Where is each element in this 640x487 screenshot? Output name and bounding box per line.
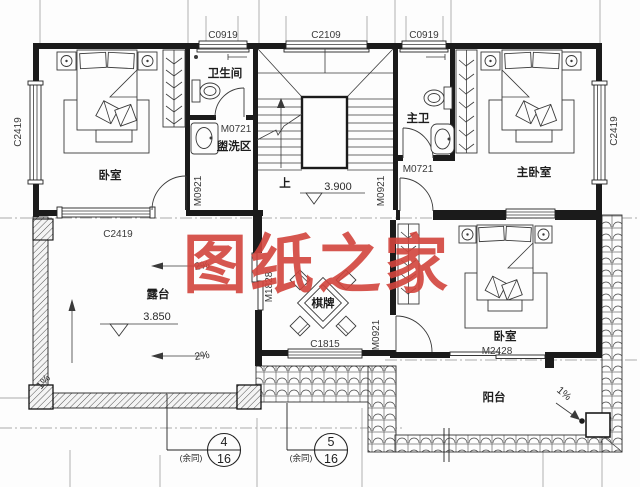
wardrobe-br: [397, 223, 420, 305]
slope-arrow-terrace-lower: [151, 352, 205, 360]
slope-arrow-terrace-upper: [151, 262, 205, 270]
door-m0921-bedroom-tl: [151, 175, 187, 211]
window-c2109: [283, 40, 370, 53]
furniture: [56, 49, 611, 438]
door-m1828-sliding: [251, 252, 264, 311]
door-m0721-master-bath: [402, 127, 434, 159]
slope-arrow-balcony: [555, 402, 580, 420]
label-window-c1815: C1815: [310, 339, 340, 350]
windows: [27, 40, 608, 359]
label-window-c2109: C2109: [311, 30, 341, 41]
door-m0921-bedroom-br: [395, 315, 433, 353]
label-callout5-note: (余同): [290, 453, 313, 463]
label-callout4-note: (余同): [180, 453, 203, 463]
terrace-parapet: [28, 216, 262, 410]
sink-wash-area: [190, 122, 219, 155]
label-callout5-number: 5: [328, 435, 335, 449]
label-door-m0921-master: M0921: [376, 175, 387, 206]
door-m0921-master: [399, 177, 434, 212]
label-room-wash-area: 盥洗区: [217, 139, 252, 153]
toilet-master-bath: [423, 54, 453, 110]
level-terrace: [100, 323, 178, 337]
window-c0919-right: [399, 40, 449, 53]
label-window-c0919-left: C0919: [208, 30, 238, 41]
closet-master: [455, 49, 478, 154]
label-room-balcony: 阳台: [483, 390, 506, 404]
label-callout4-sheet: 16: [217, 452, 231, 466]
label-slope-terrace-upper: 2%: [194, 259, 211, 273]
sink-master-bath: [430, 123, 455, 155]
label-room-master-bath: 主卫: [407, 111, 430, 125]
level-hall: [300, 192, 365, 205]
window-c2419-terrace: [56, 206, 156, 219]
window-c1815: [287, 348, 363, 359]
game-table: [289, 269, 357, 337]
toilet-bathroom: [191, 54, 247, 103]
label-slope-terrace-lower: 2%: [194, 349, 211, 363]
bed-tl: [56, 49, 158, 154]
stair-void: [300, 95, 349, 170]
doors: [151, 87, 546, 359]
balcony-tiled-railing: [255, 214, 623, 453]
wardrobe-tl: [162, 49, 186, 128]
window-master-south: [505, 208, 556, 219]
bed-master: [480, 49, 582, 154]
watermark-text: 图纸之家: [183, 229, 451, 301]
balcony-drain: [579, 418, 585, 424]
label-window-c2419-right: C2419: [609, 116, 620, 146]
door-m2428-sliding: [449, 351, 546, 359]
label-level-hall: 3.900: [324, 181, 352, 193]
staircase: [256, 48, 394, 171]
section-callout-4: [166, 394, 242, 468]
label-door-m0721-bath: M0721: [221, 124, 252, 135]
label-window-c0919-right: C0919: [409, 30, 439, 41]
label-stair-up: 上: [279, 176, 291, 190]
window-c2419-right: [591, 80, 608, 185]
floor-drain: [194, 55, 198, 59]
slope-arrow-terrace-left: [68, 299, 76, 363]
label-room-game: 棋牌: [312, 296, 335, 310]
annotations: [68, 192, 580, 468]
stair-break-line: [256, 113, 303, 141]
label-window-c2419-left: C2419: [13, 117, 24, 147]
window-c0919-left: [196, 40, 250, 53]
label-door-m1828: M1828: [264, 271, 275, 302]
label-door-m0921-game: M0921: [371, 319, 382, 350]
label-room-terrace: 露台: [147, 287, 170, 301]
window-c2419-left: [27, 80, 44, 185]
section-callout-5: [286, 403, 349, 468]
bed-br: [458, 224, 553, 329]
labels: C0919 C2109 C0919 C2419 C2419 C2419 C181…: [13, 30, 620, 466]
balcony-column: [579, 412, 611, 438]
label-room-master-bedroom: 主卧室: [517, 165, 552, 179]
label-room-bathroom: 卫生间: [208, 66, 243, 80]
label-door-m0721-master: M0721: [403, 164, 434, 175]
label-window-c2419-terrace: C2419: [103, 229, 133, 240]
door-bathroom: [214, 87, 245, 118]
label-callout4-number: 4: [221, 435, 228, 449]
label-room-bedroom-br: 卧室: [494, 329, 517, 343]
label-door-m2428: M2428: [482, 346, 513, 357]
label-level-terrace: 3.850: [143, 311, 171, 323]
label-door-m0921-bedroom: M0921: [193, 175, 204, 206]
label-room-bedroom-tl: 卧室: [99, 168, 122, 182]
label-slope-balcony: 1%: [554, 384, 573, 403]
label-callout5-sheet: 16: [324, 452, 338, 466]
